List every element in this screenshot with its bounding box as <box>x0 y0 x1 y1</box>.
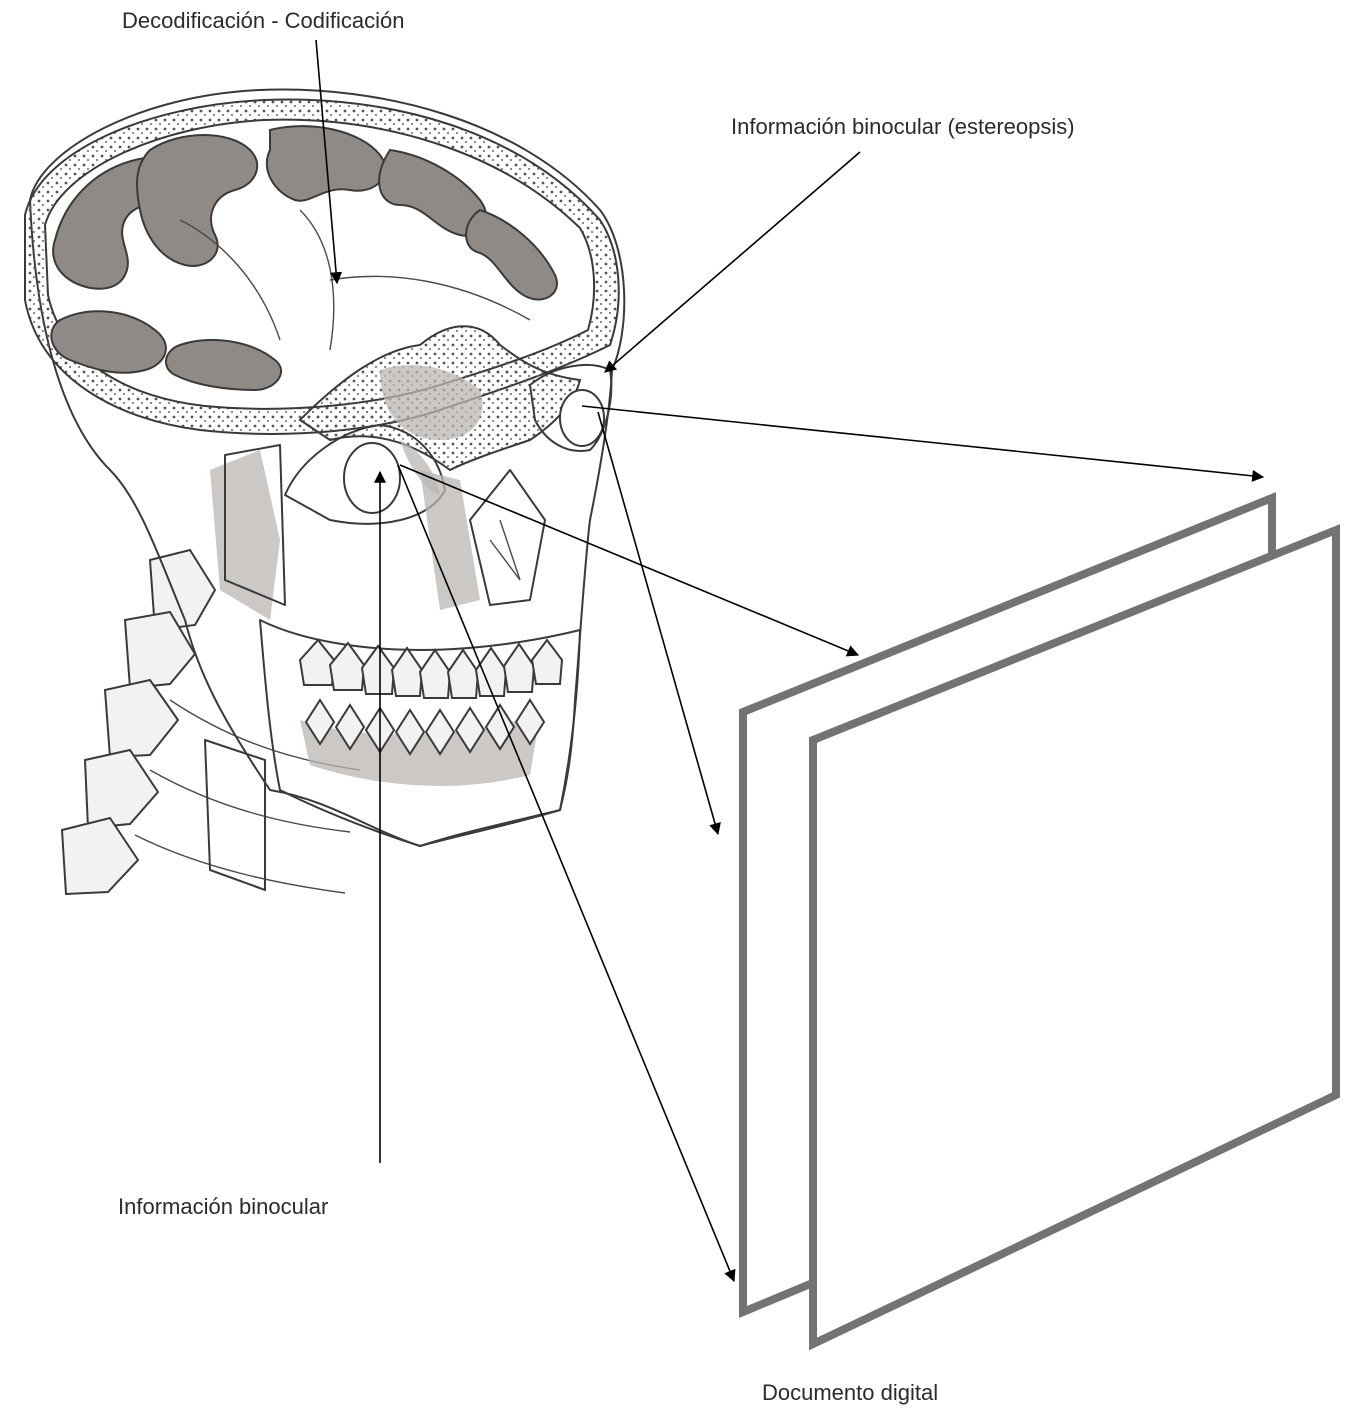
label-binocular: Información binocular <box>118 1194 328 1220</box>
label-decode-encode: Decodificación - Codificación <box>122 8 404 34</box>
left-eyeball <box>344 443 400 513</box>
skull-illustration <box>25 90 624 894</box>
right-eyeball <box>560 390 604 446</box>
label-binocular-stereopsis: Información binocular (estereopsis) <box>731 114 1075 140</box>
arrow-left-eye-to-document-bottom <box>398 465 734 1281</box>
arrow-right-eye-to-document-top <box>582 406 1263 477</box>
arrow-right-eye-to-document-left <box>598 412 718 834</box>
label-digital-document: Documento digital <box>762 1380 938 1406</box>
digital-document <box>743 498 1336 1344</box>
arrow-stereopsis <box>605 152 860 372</box>
